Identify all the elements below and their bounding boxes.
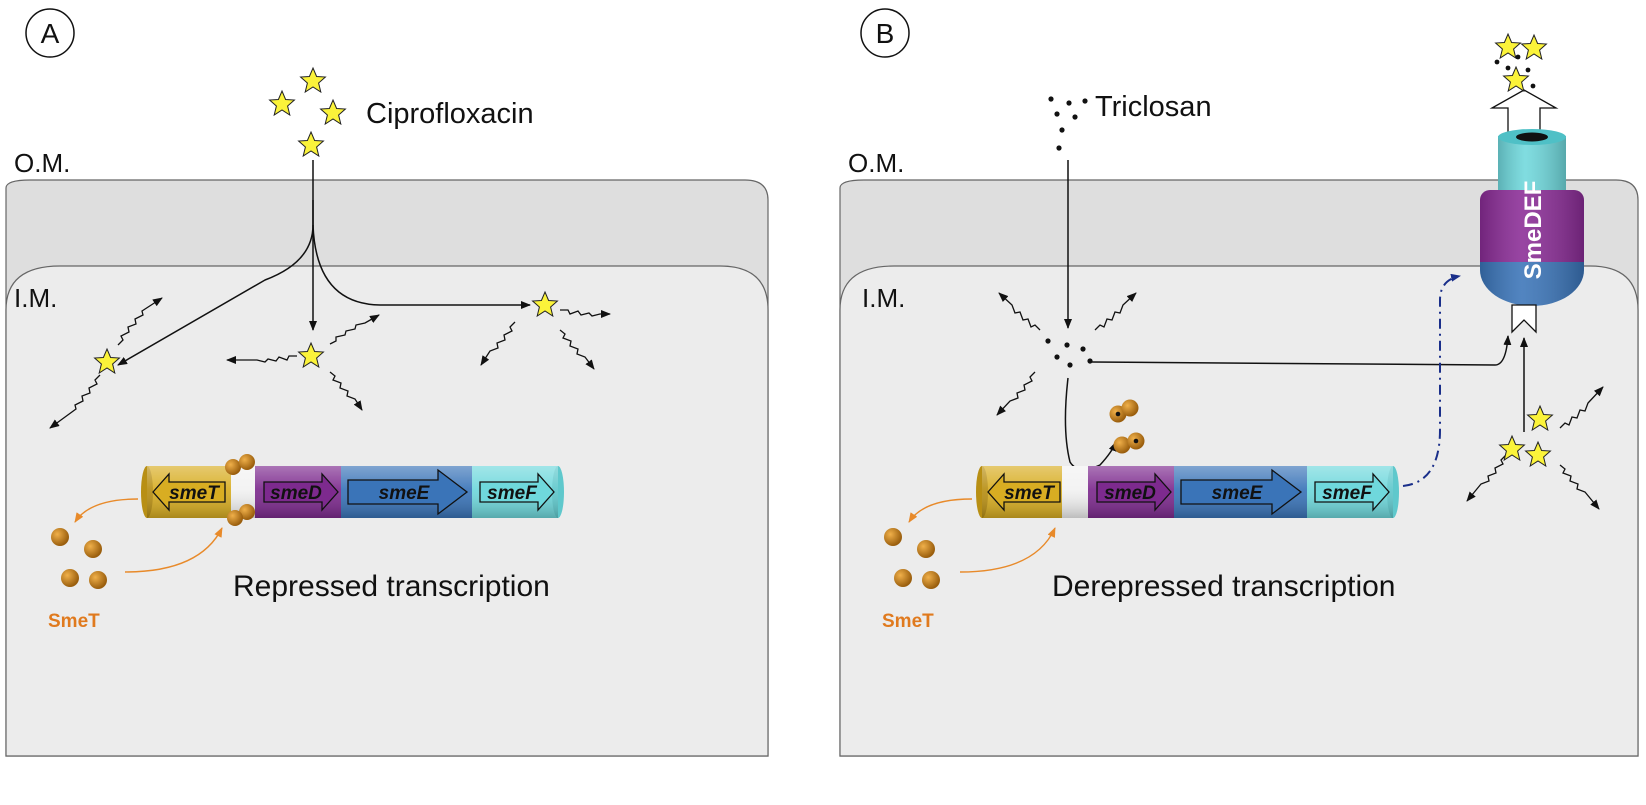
- gene-arrow-smeD: [263, 472, 339, 512]
- regulator-label: SmeT: [48, 611, 100, 632]
- panel-letter: B: [876, 18, 895, 49]
- diffusion-arrows: [49, 297, 611, 429]
- regulation-arrows: [908, 498, 1056, 573]
- triclosan-bound-smeT-sphere-icon: [1109, 399, 1145, 454]
- triclosan-dot-icon: [1048, 96, 1088, 151]
- transcription-label: Derepressed transcription: [1052, 570, 1396, 603]
- inner-membrane-label: I.M.: [14, 283, 57, 313]
- bound-smeT-sphere-icon: [225, 454, 255, 526]
- gene-label-smeF: smeF: [1322, 483, 1373, 504]
- smeT-protein-sphere-icon: [884, 528, 940, 589]
- outer-membrane-label: O.M.: [848, 148, 904, 178]
- gene-label-smeT: smeT: [169, 483, 220, 504]
- smedef-efflux-pump: SmeDEF: [1480, 89, 1584, 334]
- operon-b: smeT smeD smeE smeF: [976, 466, 1399, 518]
- gene-arrow-smeF: [479, 472, 555, 512]
- transcription-label: Repressed transcription: [233, 570, 550, 603]
- cytoplasm-triclosan-dot-icon: [1045, 338, 1093, 368]
- entry-arrows: [1064, 160, 1528, 471]
- expression-signal-arrow: [1402, 273, 1461, 487]
- smeT-protein-sphere-icon: [51, 528, 107, 589]
- gene-arrow-smeE: [347, 468, 469, 516]
- drug-label: Triclosan: [1095, 91, 1212, 123]
- diffusion-arrows: [996, 292, 1604, 510]
- entry-arrows: [117, 160, 531, 366]
- regulation-arrows: [74, 498, 223, 573]
- regulator-label: SmeT: [882, 611, 934, 632]
- efflux-arrow-icon: [1489, 89, 1559, 135]
- gene-label-smeE: smeE: [379, 483, 431, 504]
- panel-b: B O.M. I.M. Triclosan: [839, 8, 1639, 757]
- gene-arrow-smeD: [1096, 472, 1172, 512]
- inner-membrane-label: I.M.: [862, 283, 905, 313]
- panel-a: A O.M. I.M. Ciprofloxacin: [5, 8, 769, 757]
- extruded-star-icon: [1495, 33, 1547, 92]
- gene-label-smeE: smeE: [1212, 483, 1264, 504]
- panel-letter: A: [41, 18, 60, 49]
- gene-label-smeD: smeD: [270, 483, 322, 504]
- gene-label-smeF: smeF: [487, 483, 538, 504]
- pump-label: SmeDEF: [1520, 181, 1547, 280]
- gene-label-smeD: smeD: [1104, 483, 1156, 504]
- drug-label: Ciprofloxacin: [366, 98, 534, 130]
- gene-arrow-smeF: [1314, 472, 1390, 512]
- gene-label-smeT: smeT: [1004, 483, 1055, 504]
- panel-letter-circle: [860, 8, 910, 58]
- panel-letter-circle: [25, 8, 75, 58]
- gene-arrow-smeT: [987, 472, 1061, 512]
- gene-arrow-smeE: [1180, 468, 1303, 516]
- gene-arrow-smeT: [152, 472, 226, 512]
- extruded-triclosan-dot-icon: [1494, 54, 1536, 89]
- outer-membrane-label: O.M.: [14, 148, 70, 178]
- ciprofloxacin-star-icon: [269, 67, 346, 157]
- operon-a: smeT smeD smeE smeF: [141, 454, 564, 526]
